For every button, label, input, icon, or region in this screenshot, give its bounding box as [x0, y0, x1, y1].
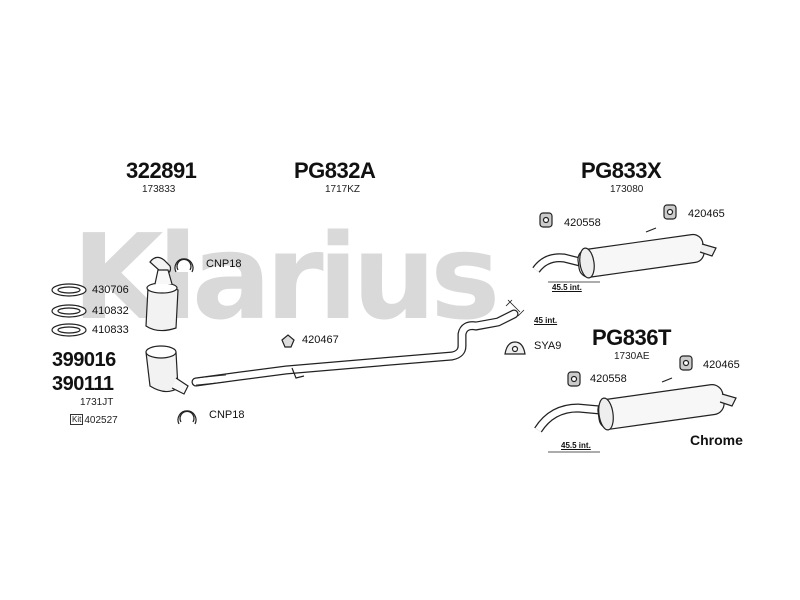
rear-silencer-top — [532, 227, 717, 279]
group-code-pg833x: PG833X — [581, 158, 662, 183]
part-gasket-3: 410833 — [92, 324, 129, 336]
kit-badge: Kit — [70, 414, 84, 425]
group-code-390111: 390111 — [52, 373, 114, 395]
rubber-mount-a1-icon — [539, 212, 553, 228]
catalyst-upper — [145, 256, 179, 332]
middle-pipe — [191, 309, 519, 387]
part-clamp-top: CNP18 — [206, 258, 242, 270]
dim-label-bottom: 45.5 int. — [561, 441, 591, 450]
group-ref-1730ae: 1730AE — [614, 351, 650, 362]
group-code-pg832a: PG832A — [294, 158, 376, 183]
group-ref-173833: 173833 — [142, 184, 176, 195]
dim-label-top: 45.5 int. — [552, 283, 582, 292]
part-rubber-a2: 420465 — [688, 208, 725, 220]
group-ref-173080: 173080 — [610, 184, 644, 195]
part-clamp-bottom: CNP18 — [209, 409, 245, 421]
catalyst-lower — [145, 345, 189, 395]
part-rubber-a1: 420558 — [564, 217, 601, 229]
rear-silencer-bottom — [534, 377, 737, 433]
rubber-mount-a2-icon — [663, 204, 677, 220]
klarius-watermark-logo: Klarius — [72, 208, 500, 346]
part-gasket-1: 430706 — [92, 284, 129, 296]
group-code-322891: 322891 — [126, 158, 197, 183]
kit-number: 402527 — [84, 415, 118, 426]
part-rubber-b1: 420558 — [590, 373, 627, 385]
group-ref-1731jt: 1731JT — [80, 397, 114, 408]
group-ref-1717kz: 1717KZ — [325, 184, 361, 195]
part-gasket-2: 410832 — [92, 305, 129, 317]
group-code-pg836t: PG836T — [592, 325, 671, 350]
dim-label-mid: 45 int. — [534, 316, 558, 325]
bracket-mid-icon — [281, 334, 295, 348]
part-bracket-mid: 420467 — [302, 334, 339, 346]
part-hanger-sya: SYA9 — [534, 340, 562, 352]
group-code-399016: 399016 — [52, 349, 116, 371]
part-rubber-b2: 420465 — [703, 359, 740, 371]
rubber-mount-b2-icon — [679, 355, 693, 371]
finish-label: Chrome — [690, 432, 743, 448]
rubber-mount-b1-icon — [567, 371, 581, 387]
